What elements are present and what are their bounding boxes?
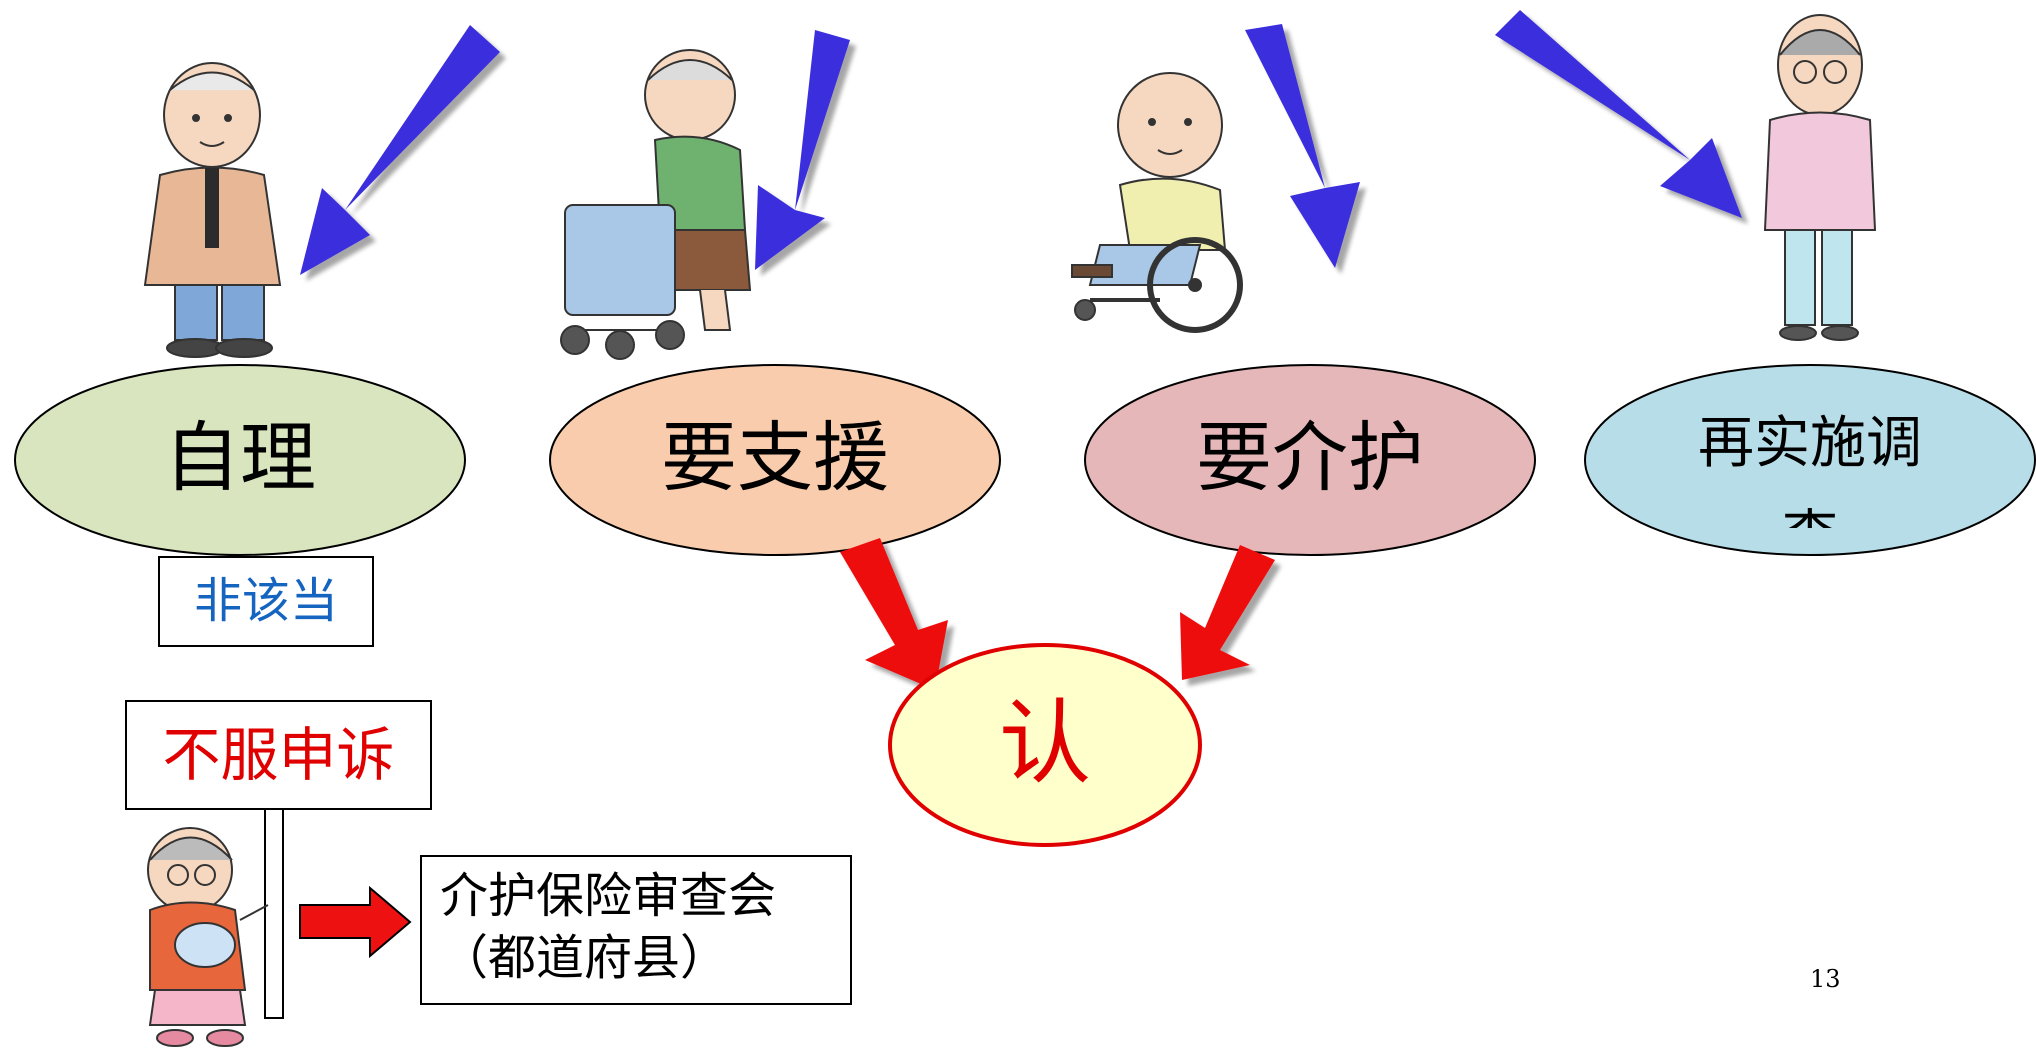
review-board-box: 介护保险审查会 （都道府县） xyxy=(420,855,852,1005)
red-arrow-support-to-certified xyxy=(840,538,948,690)
category-label-independent: 自理 xyxy=(164,413,316,502)
not-applicable-label: 非该当 xyxy=(193,573,338,629)
not-applicable-box: 非该当 xyxy=(158,556,374,647)
category-label-care: 要介护 xyxy=(1196,413,1424,502)
category-ellipse-reinvestigate xyxy=(1584,364,2036,556)
appeal-sign: 不服申诉 xyxy=(125,700,432,810)
elderly-woman-sign-figure xyxy=(147,827,269,1047)
elderly-man-figure xyxy=(143,62,282,358)
category-ellipse-independent xyxy=(14,364,466,556)
category-label-reinvestigate: 再实施调 xyxy=(1698,411,1922,476)
review-board-line1: 介护保险审查会 xyxy=(440,868,777,924)
blue-arrow-2 xyxy=(755,30,850,270)
blue-arrow-3 xyxy=(1245,24,1360,268)
review-board-line2: （都道府县） xyxy=(440,930,729,986)
red-arrow-care-to-certified xyxy=(1180,545,1275,680)
category-label-reinvestigate-overflow: 查 xyxy=(1700,508,1920,528)
sign-post xyxy=(264,807,284,1019)
certified-ellipse xyxy=(888,643,1202,847)
appeal-label: 不服申诉 xyxy=(162,721,395,789)
blue-arrow-4 xyxy=(1495,10,1742,218)
elderly-man-wheelchair-figure xyxy=(1071,72,1243,333)
elderly-woman-standing-figure xyxy=(1763,14,1877,341)
category-label-support: 要支援 xyxy=(661,413,889,502)
category-ellipse-support xyxy=(549,364,1001,556)
category-ellipse-care xyxy=(1084,364,1536,556)
red-arrow-appeal-to-review xyxy=(299,885,412,959)
blue-arrow-1 xyxy=(300,25,500,275)
elderly-woman-walker-figure xyxy=(560,49,752,360)
certified-label: 认 xyxy=(998,690,1091,797)
page-number: 13 xyxy=(1810,965,1841,993)
